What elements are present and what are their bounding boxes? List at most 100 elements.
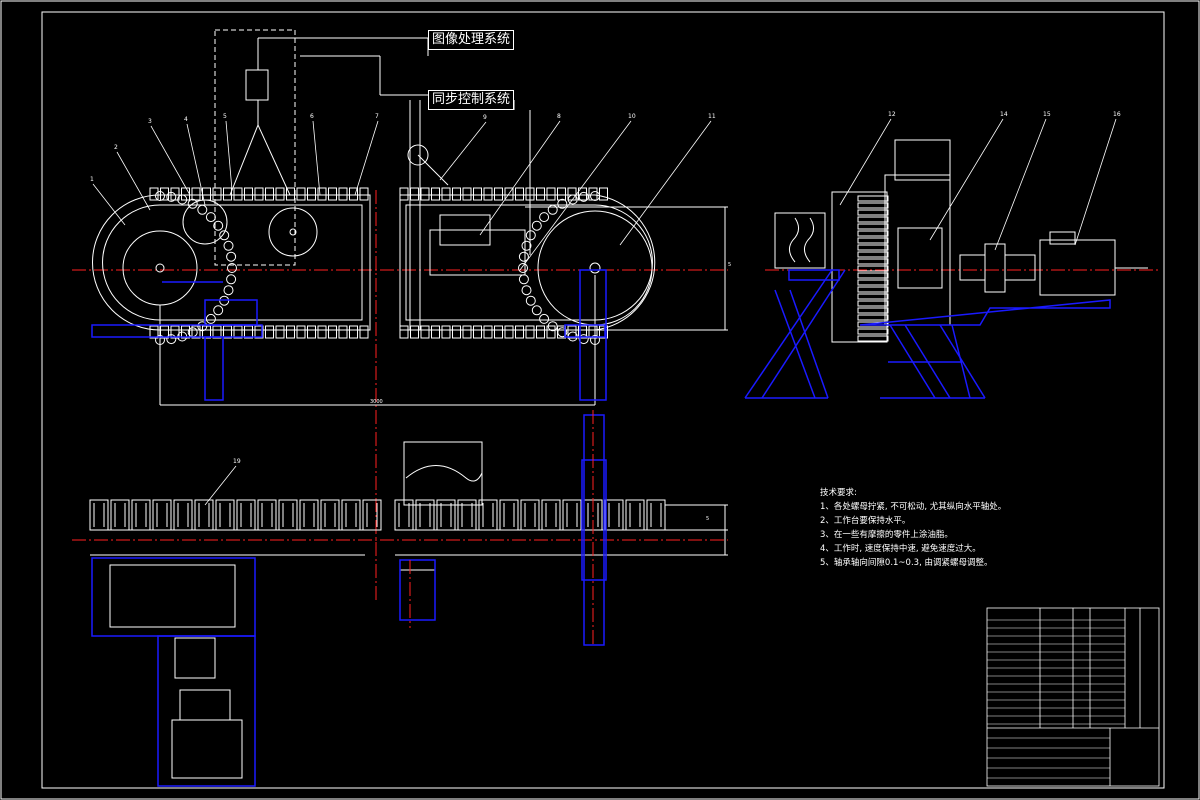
chain-link [578, 187, 587, 201]
plan-centerline-v [409, 410, 594, 645]
chain-link [518, 274, 529, 285]
overall-length-dim: 3000 [370, 399, 383, 405]
chain-link [149, 187, 159, 201]
chain-link [166, 334, 177, 345]
chain-tooth [857, 230, 889, 237]
chain-link [494, 325, 503, 339]
chain-link [227, 263, 237, 273]
chain-link [557, 327, 568, 338]
chain-tooth [857, 244, 889, 251]
roller [110, 499, 130, 531]
chain-link [286, 325, 295, 339]
chain-link [359, 187, 369, 201]
chain-link [399, 187, 409, 201]
chain-link [223, 187, 232, 201]
chain-link [205, 212, 216, 223]
tech-item: 2、工作台要保持水平。 [820, 516, 911, 526]
chain-link [518, 263, 528, 273]
chain-link [338, 187, 348, 201]
chain-tooth [857, 300, 889, 307]
chain-link [547, 204, 558, 215]
roller [89, 499, 109, 531]
chain-link [399, 325, 409, 339]
chain-link [197, 321, 208, 332]
plan-rollers [89, 499, 666, 531]
chain-link [307, 187, 316, 201]
chain-link [525, 295, 536, 306]
chain-tooth [857, 223, 889, 230]
chain-link [518, 251, 529, 262]
chain-link [599, 187, 608, 201]
chain-link [525, 230, 536, 241]
chain-link [578, 334, 589, 345]
chain-link [546, 187, 556, 201]
chain-link [462, 187, 472, 201]
chain-link [567, 194, 578, 205]
height-dim-bottom: 5 [706, 516, 710, 522]
callout-leaders [92, 118, 1117, 506]
chain-link [219, 230, 230, 241]
chain-tooth [857, 314, 889, 321]
chain-link [483, 187, 493, 201]
chain-link [567, 187, 577, 201]
roller [499, 499, 519, 531]
chain-link [170, 325, 180, 339]
chain-links-arc [155, 191, 600, 345]
chain-link [197, 204, 208, 215]
chain-tooth [857, 258, 889, 265]
chain-link [588, 187, 598, 201]
roller [299, 499, 319, 531]
chain-link [223, 285, 234, 296]
chain-tooth [857, 209, 889, 216]
chain-link [213, 305, 224, 316]
title-block [986, 607, 1160, 787]
chain-link [223, 240, 234, 251]
tech-item: 3、在一些有摩擦的零件上涂油脂。 [820, 530, 953, 540]
side-stand [744, 269, 1111, 399]
callout-number: 19 [233, 458, 241, 465]
chain-link [296, 187, 306, 201]
chain-tooth [857, 251, 889, 258]
chain-link [181, 187, 190, 201]
roller [541, 499, 561, 531]
chain-link [338, 325, 348, 339]
chain-tooth [857, 265, 889, 272]
roller [215, 499, 235, 531]
roller [394, 499, 414, 531]
callout-number: 7 [375, 113, 379, 120]
chain-link [578, 191, 589, 202]
roller [625, 499, 645, 531]
chain-link [567, 325, 577, 339]
chain-link [431, 187, 440, 201]
chain-links-top [149, 187, 608, 339]
chain-link [160, 187, 169, 201]
chain-link [244, 187, 253, 201]
chain-link [590, 335, 600, 345]
plan-view [90, 441, 728, 779]
chain-link [265, 325, 274, 339]
callout-number: 8 [557, 113, 561, 120]
image-processing-box: 图像处理系统 [428, 30, 515, 50]
chain-link [275, 325, 285, 339]
side-chain-teeth [857, 195, 889, 342]
chain-link [244, 325, 253, 339]
roller [436, 499, 456, 531]
roller [320, 499, 340, 531]
chain-link [410, 325, 419, 339]
chain-link [254, 325, 264, 339]
chain-link [155, 335, 165, 345]
centerlines [72, 190, 1160, 600]
chain-link [223, 325, 232, 339]
chain-link [420, 187, 430, 201]
callout-number: 6 [310, 113, 314, 120]
chain-tooth [857, 202, 889, 209]
chain-link [452, 187, 461, 201]
chain-link [317, 187, 327, 201]
chain-link [226, 251, 237, 262]
roller [562, 499, 582, 531]
chain-tooth [857, 307, 889, 314]
chain-link [483, 325, 493, 339]
main-supports [91, 269, 607, 401]
chain-link [531, 220, 542, 231]
